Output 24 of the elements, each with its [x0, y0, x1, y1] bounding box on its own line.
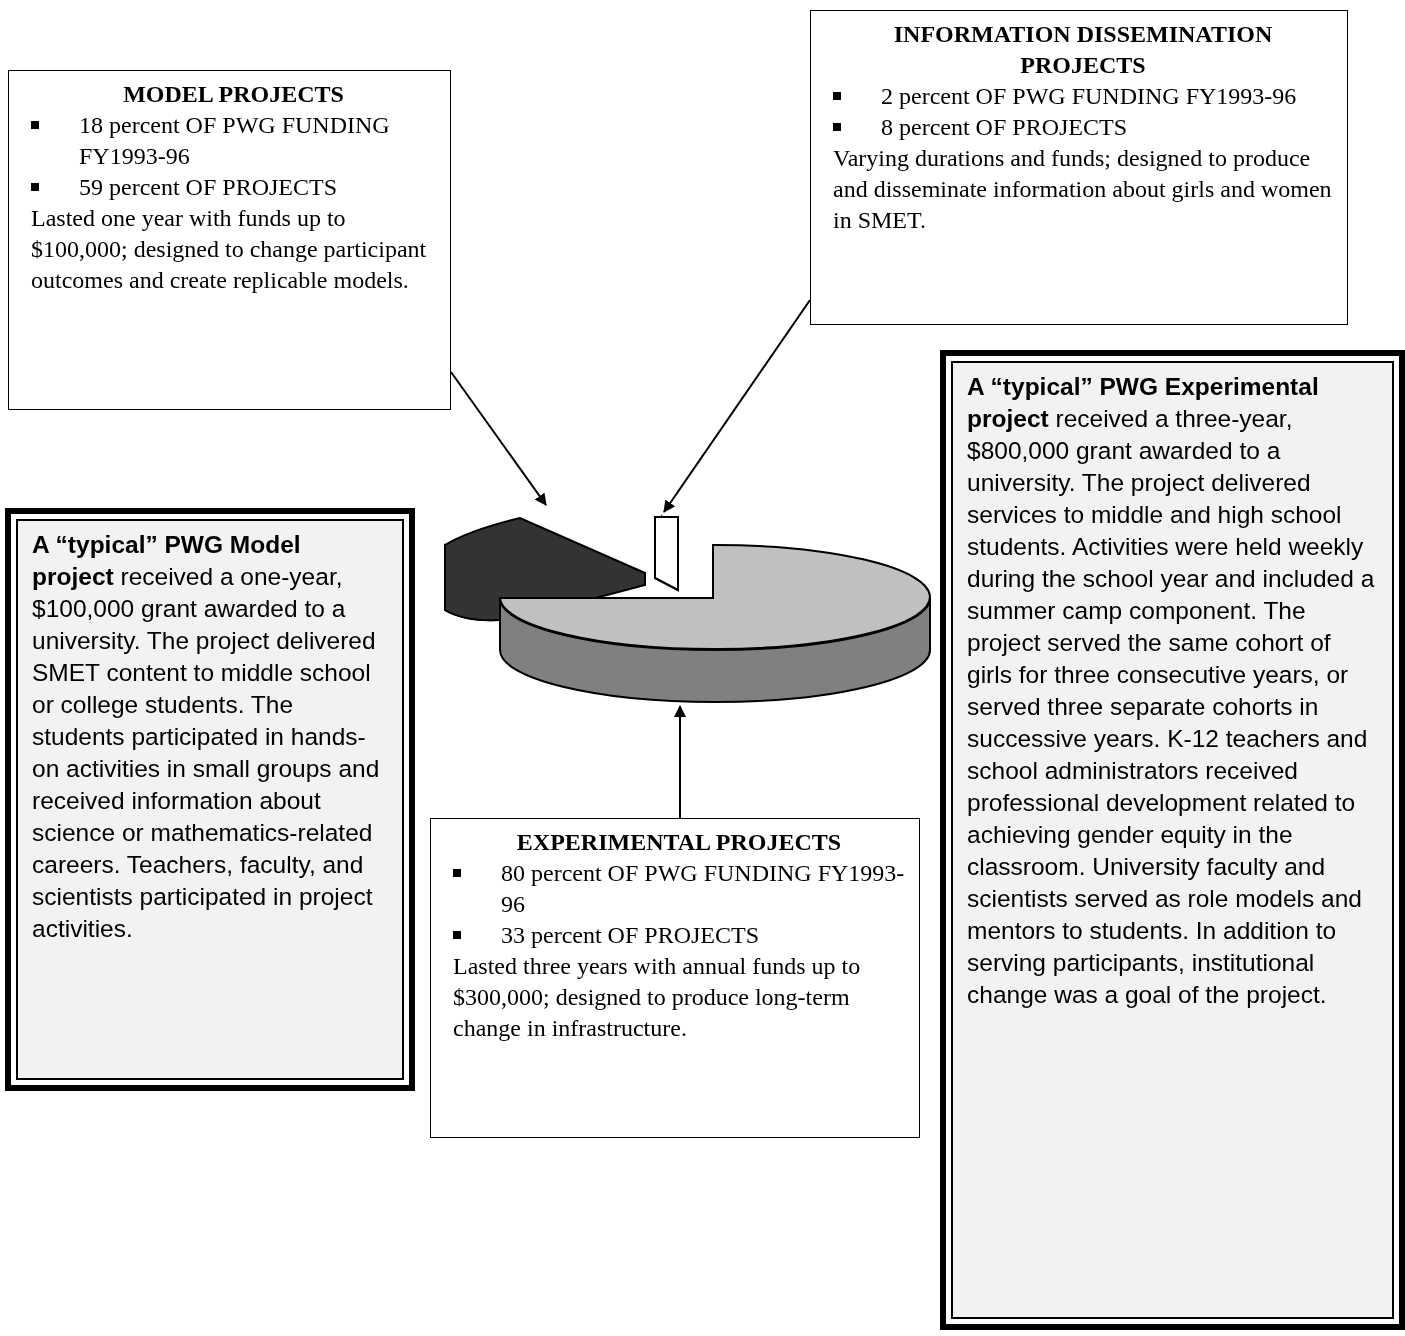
description: Varying durations and funds; designed to produce and disseminate information about girls and women in SMET.: [833, 144, 1333, 235]
description: Lasted one year with funds up to $100,000; designed to change participant outcomes and create replicable models.: [31, 204, 428, 295]
paragraph: A “typical” PWG Model project received a one-year, $100,000 grant awarded to a university. The project delivered SMET content to middle school or college students. The students participated in hands-on activities in small groups and received information about science or mathematics-related careers. Teachers, faculty, and scientists participated in project activities.: [32, 531, 380, 942]
pie-slice: [653, 514, 679, 592]
heading: EXPERIMENTAL PROJECTS: [515, 828, 843, 857]
heading: INFORMATION DISSEMINATION PROJECTS: [892, 20, 1274, 80]
text-box: [810, 10, 1348, 325]
bullet-text: 33 percent OF PROJECTS: [501, 922, 759, 948]
arrow: [663, 299, 811, 513]
paragraph: A “typical” PWG Experimental project received a three-year, $800,000 grant awarded to a university. The project delivered services to middle and high school students. Activities were held weekly during the school year and included a summer camp component. The project served the same cohort of girls for three consecutive years, or served three separate cohorts in successive years. K-12 teachers and school administrators received professional development related to achieving gender equity in the classroom. University faculty and scientists served as role models and mentors to students. In addition to serving participants, institutional change was a goal of the project.: [967, 373, 1375, 1008]
text-box: [430, 818, 920, 1138]
bullet-text: 59 percent OF PROJECTS: [79, 174, 337, 200]
arrow: [674, 705, 686, 819]
text-box: [8, 70, 451, 410]
arrow: [450, 371, 547, 506]
description: Lasted three years with annual funds up to $300,000; designed to produce long-term change in infrastructure.: [453, 952, 862, 1043]
framed-text-box: [5, 508, 415, 1091]
framed-text-box: [940, 350, 1405, 1330]
pie-slice: [499, 544, 931, 703]
heading: MODEL PROJECTS: [122, 80, 345, 109]
bullet-text: 2 percent OF PWG FUNDING FY1993-96: [881, 83, 1297, 109]
bullet-text: 80 percent OF PWG FUNDING FY1993-96: [501, 860, 905, 917]
bullet-text: 18 percent OF PWG FUNDING FY1993-96: [79, 112, 390, 169]
bullet-text: 8 percent OF PROJECTS: [881, 114, 1127, 140]
